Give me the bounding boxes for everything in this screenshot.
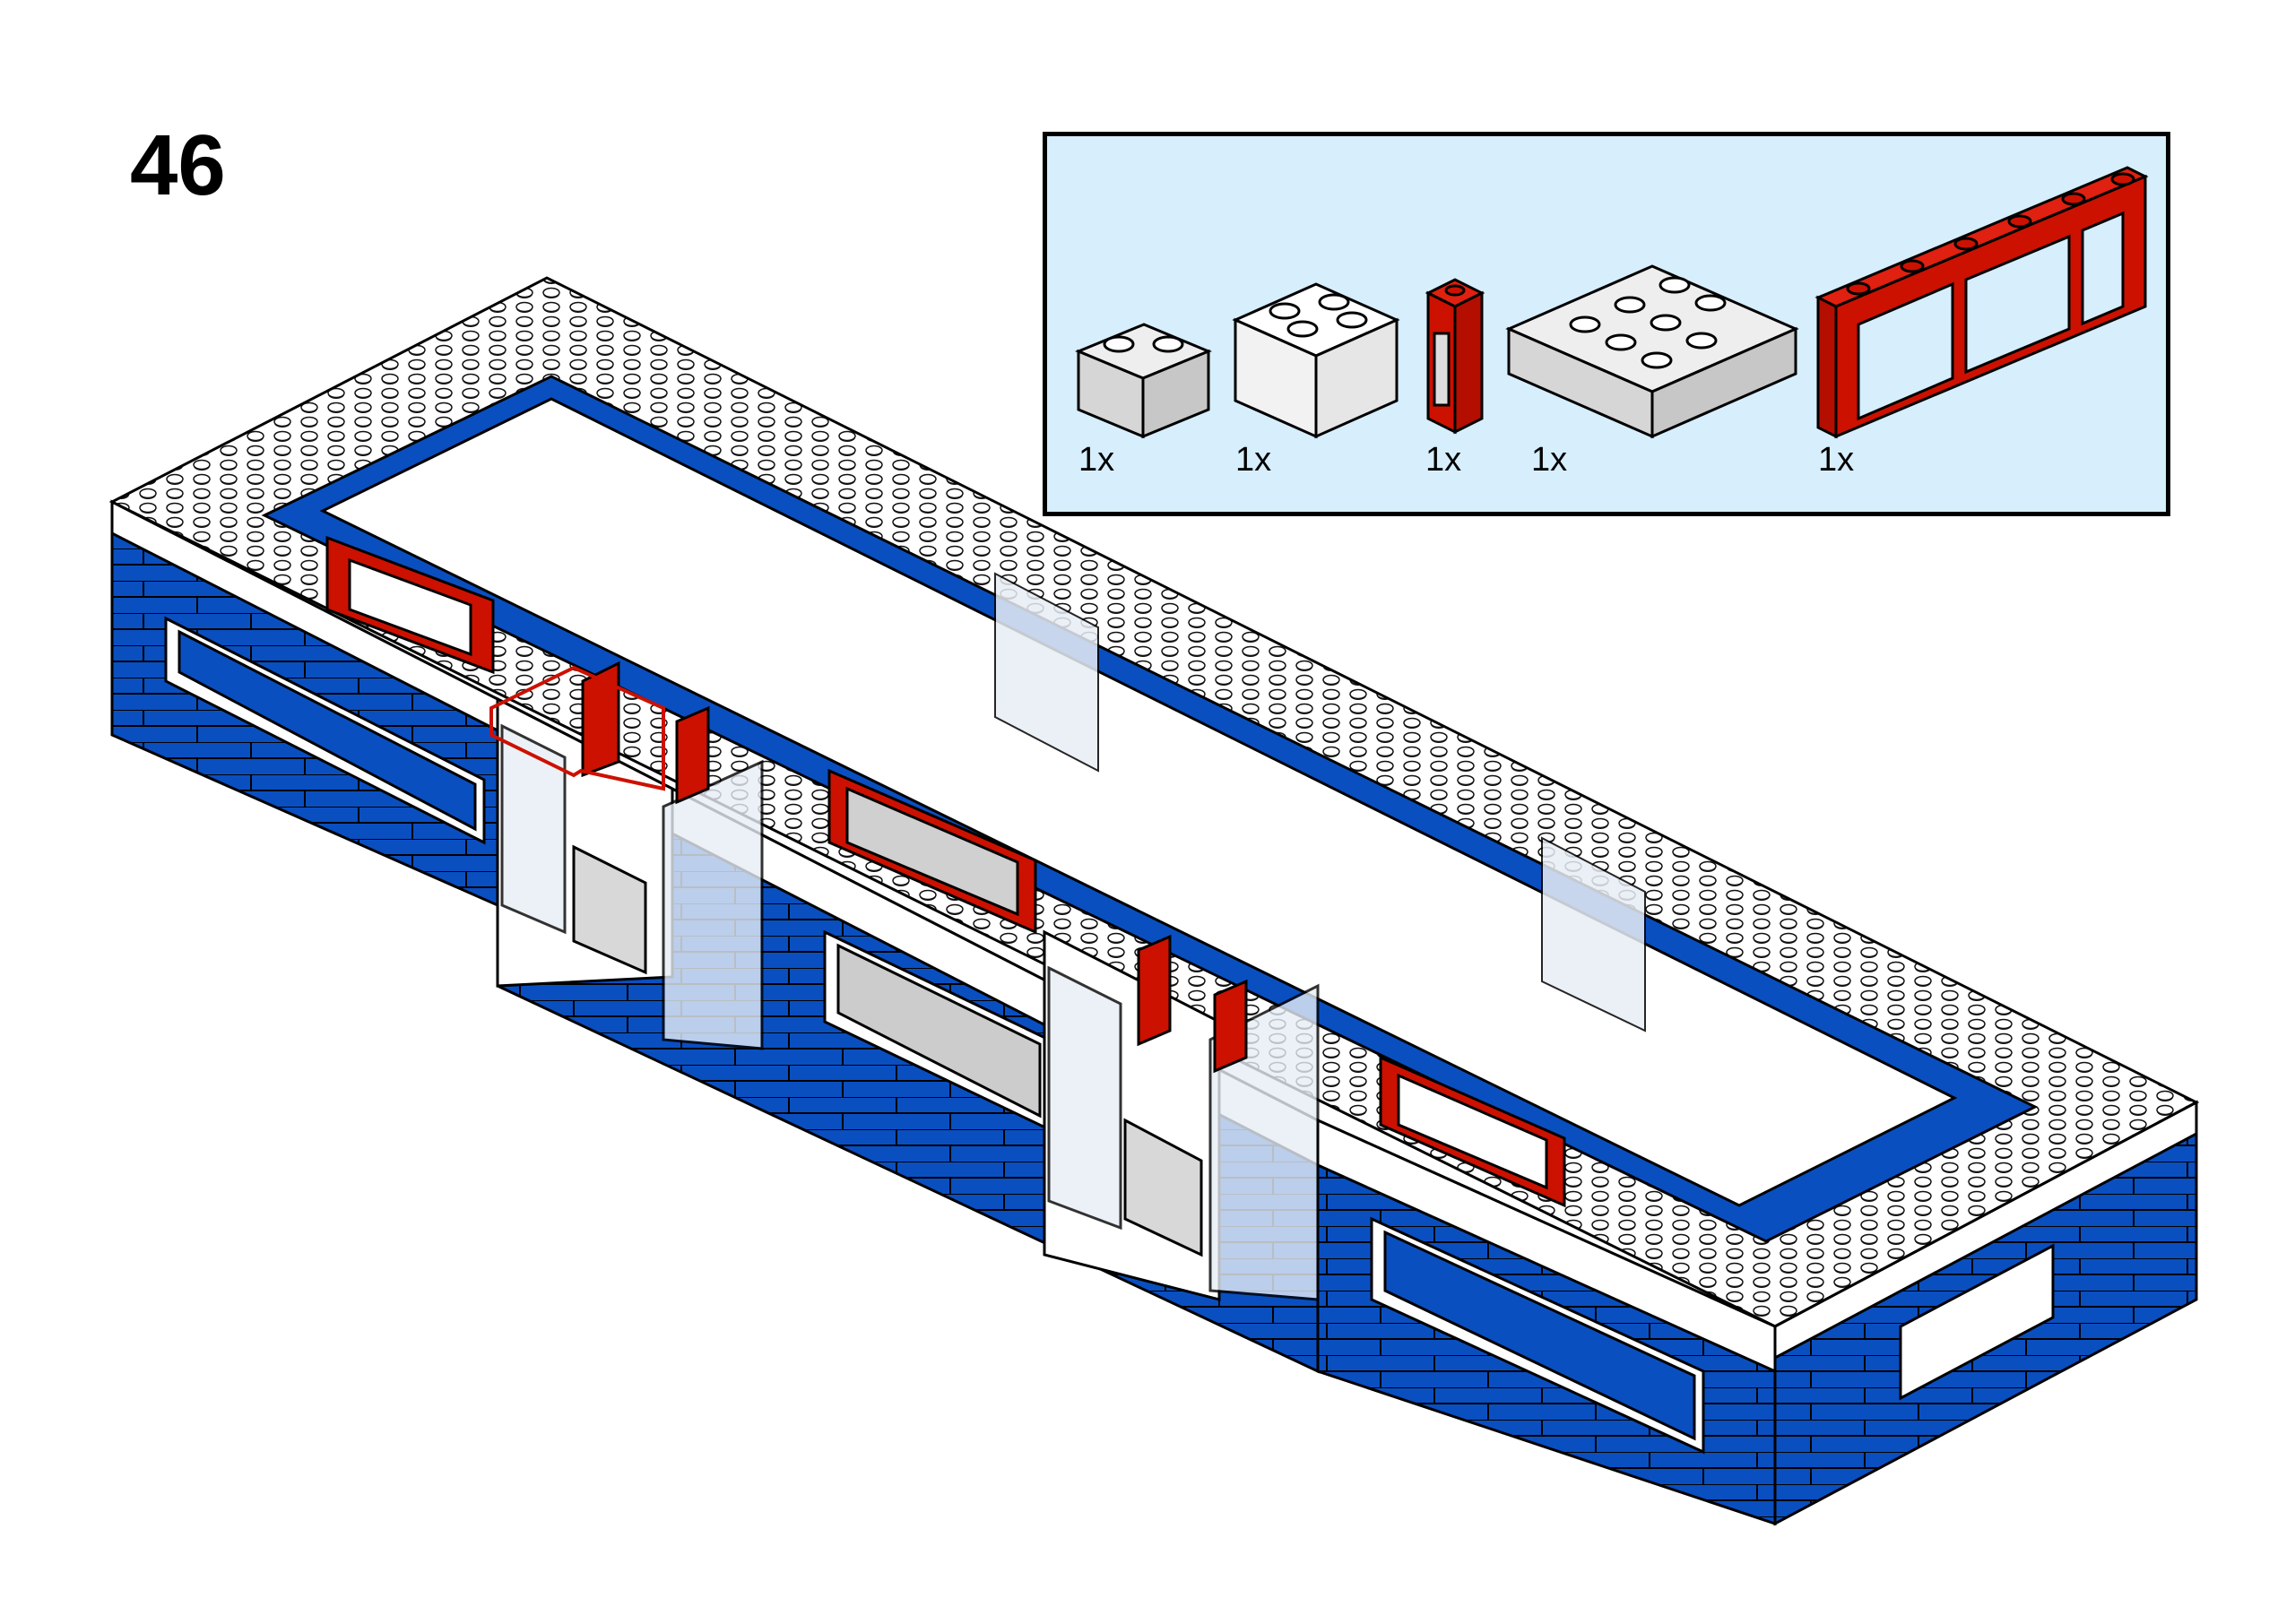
model-side-wall-right <box>1773 1100 2198 1526</box>
model-red-windows <box>325 535 1566 1208</box>
part-white-brick-2x2 <box>1232 282 1400 439</box>
part-qty-4: 1x <box>1531 441 1568 479</box>
step-number: 46 <box>130 117 226 213</box>
model-entrance-tower-right <box>1043 929 1320 1301</box>
part-red-window-1x1x2 <box>1425 278 1485 435</box>
model-front-wall-left <box>110 499 499 908</box>
part-red-window-1x6x2 <box>1814 166 2149 439</box>
model-clear-columns <box>994 572 1646 1032</box>
part-clear-brick-1x2 <box>1075 323 1212 439</box>
new-part-highlight <box>489 665 665 791</box>
part-qty-3: 1x <box>1425 441 1462 479</box>
parts-list-illustrations <box>1075 166 2149 439</box>
parts-list-panel: 1x 1x 1x 1x 1x <box>1043 132 2170 516</box>
model-front-wall-right <box>1316 1118 1777 1526</box>
part-clear-brick-2x4 <box>1505 264 1799 439</box>
part-qty-5: 1x <box>1818 441 1855 479</box>
part-qty-2: 1x <box>1235 441 1272 479</box>
model-top-rim <box>108 276 2200 1328</box>
part-qty-1: 1x <box>1078 441 1115 479</box>
